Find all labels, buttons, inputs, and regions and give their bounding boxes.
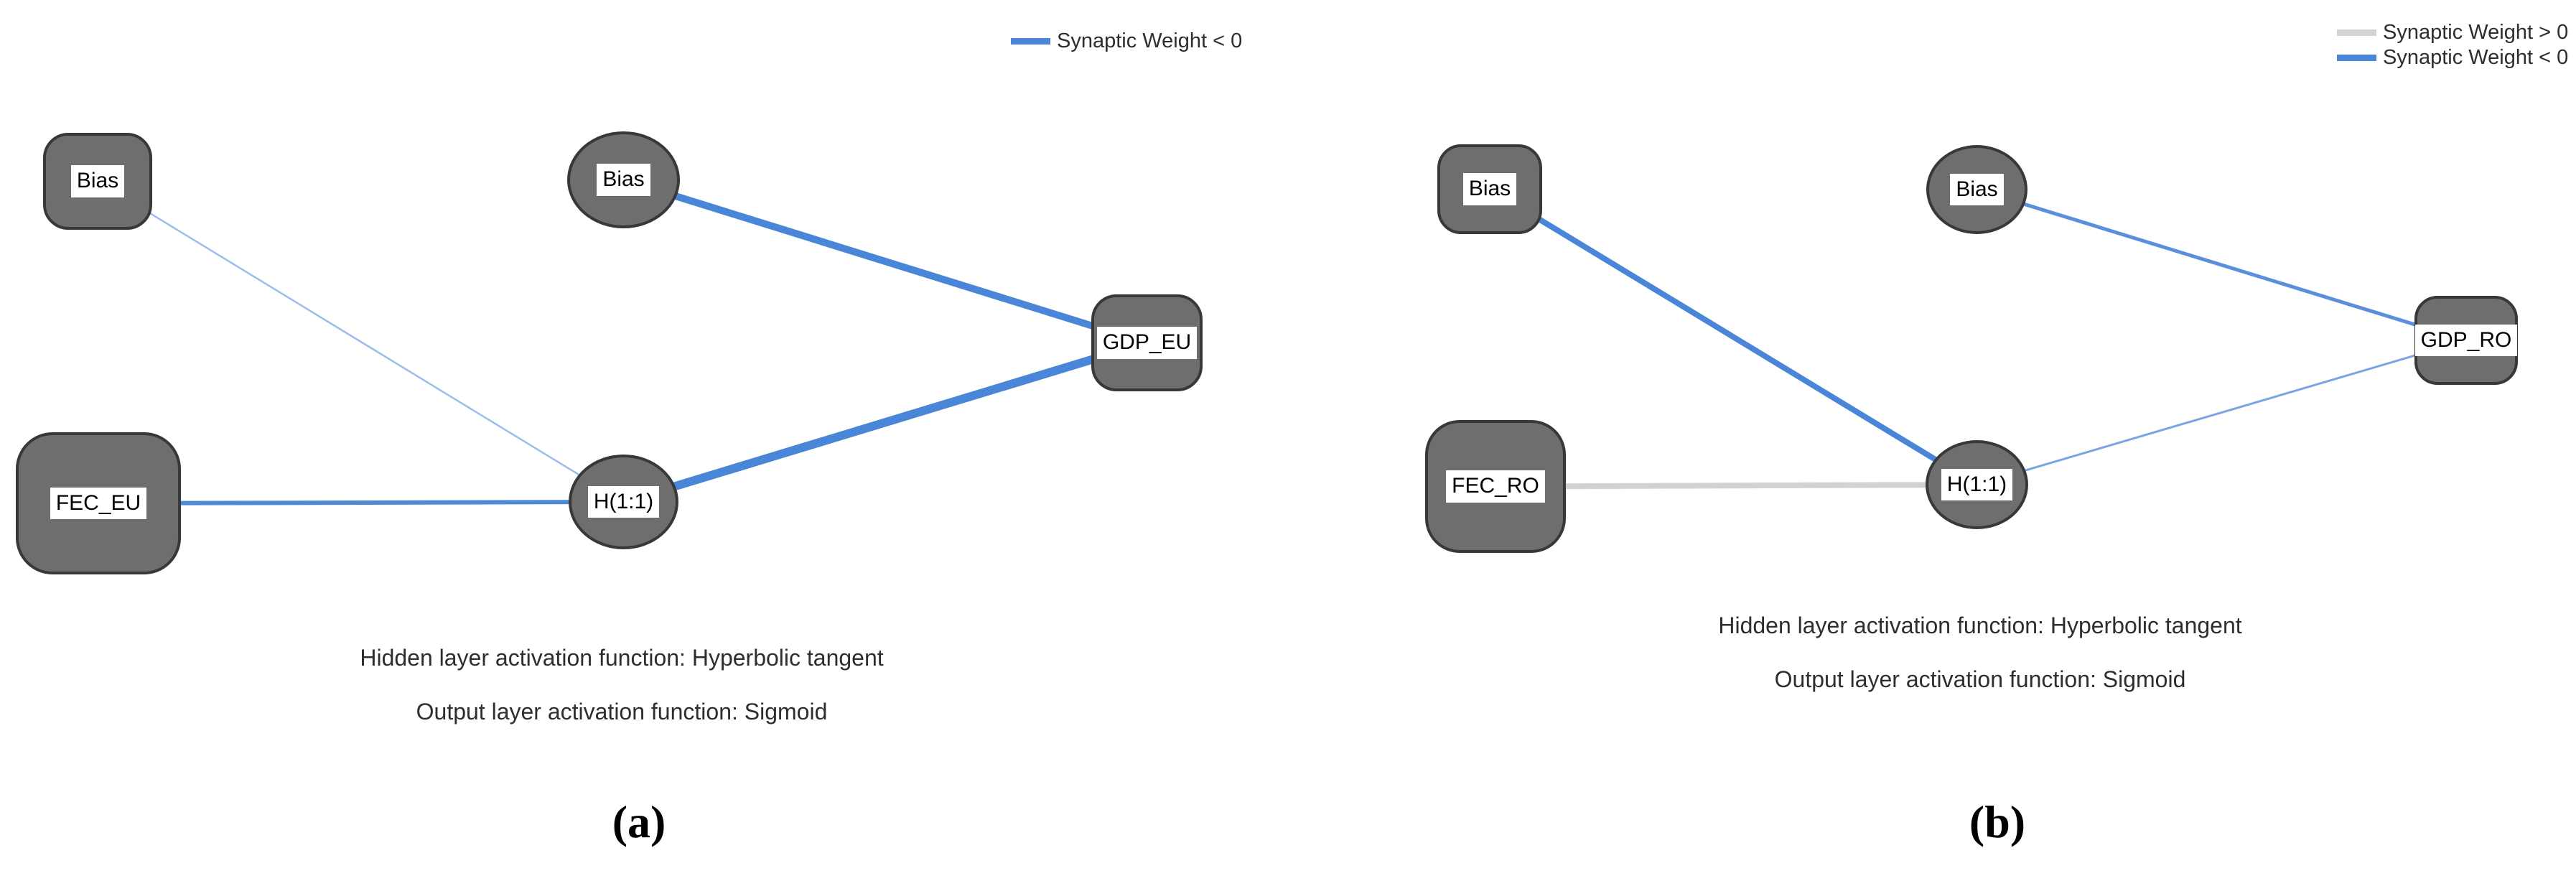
panel-b-edge-hidden-to-output-gdp-negative (1977, 339, 2467, 486)
panel-a-legend-item: Synaptic Weight < 0 (1011, 29, 1242, 54)
legend-color-swatch (2337, 55, 2376, 61)
node-label: Bias (1950, 173, 2004, 206)
panel-a-note-line: Output layer activation function: Sigmoi… (416, 699, 828, 724)
panel-b-legend-item: Synaptic Weight < 0 (2337, 45, 2568, 70)
legend-label: Synaptic Weight > 0 (2383, 21, 2569, 44)
panel-a-node-hidden: H(1:1) (569, 455, 678, 549)
panel-a-node-output-gdp: GDP_EU (1091, 294, 1203, 391)
legend-label: Synaptic Weight < 0 (2383, 46, 2569, 69)
node-label: GDP_EU (1096, 327, 1198, 359)
panel-b-note-line: Hidden layer activation function: Hyperb… (1718, 612, 2242, 638)
panel-b-legend-item: Synaptic Weight > 0 (2337, 20, 2568, 45)
panel-a-edge-bias-input-to-hidden-negative (97, 180, 625, 503)
node-label: GDP_RO (2414, 324, 2518, 357)
legend-color-swatch (1011, 38, 1050, 45)
panel-a-edge-bias-output-to-output-gdp-negative (622, 176, 1148, 347)
panel-b-node-input-fec: FEC_RO (1425, 420, 1566, 553)
panel-b-node-hidden: H(1:1) (1926, 440, 2028, 529)
panel-b-edge-bias-output-to-output-gdp-negative (1976, 187, 2467, 343)
panel-b-node-output-gdp: GDP_RO (2414, 296, 2518, 385)
panel-b-note-line: Output layer activation function: Sigmoi… (1774, 666, 2186, 692)
panel-a-note-line: Hidden layer activation function: Hyperb… (360, 645, 884, 671)
panel-a-edge-input-fec-to-hidden-negative (98, 500, 624, 505)
panel-a-edge-hidden-to-output-gdp-negative (622, 338, 1149, 506)
node-label: Bias (597, 164, 650, 196)
panel-a-caption: (a) (612, 796, 666, 847)
node-label: FEC_RO (1446, 470, 1545, 503)
node-label: H(1:1) (587, 485, 660, 518)
node-label: H(1:1) (1941, 468, 2013, 501)
node-label: Bias (1462, 173, 1517, 205)
panel-b-edge-input-fec-to-hidden-positive (1495, 482, 1977, 490)
panel-b-node-bias-output: Bias (1926, 145, 2027, 234)
legend-color-swatch (2337, 29, 2376, 36)
panel-a-node-input-fec: FEC_EU (16, 432, 181, 574)
panel-b-caption: (b) (1969, 796, 2026, 847)
node-label: FEC_EU (50, 487, 147, 520)
node-label: Bias (70, 165, 125, 197)
legend-label: Synaptic Weight < 0 (1057, 29, 1243, 52)
panel-a-node-bias-output: Bias (567, 131, 680, 228)
panel-b-node-bias-input: Bias (1437, 144, 1542, 234)
panel-b-edge-bias-input-to-hidden-negative (1488, 187, 1979, 488)
panel-a-node-bias-input: Bias (43, 133, 152, 230)
